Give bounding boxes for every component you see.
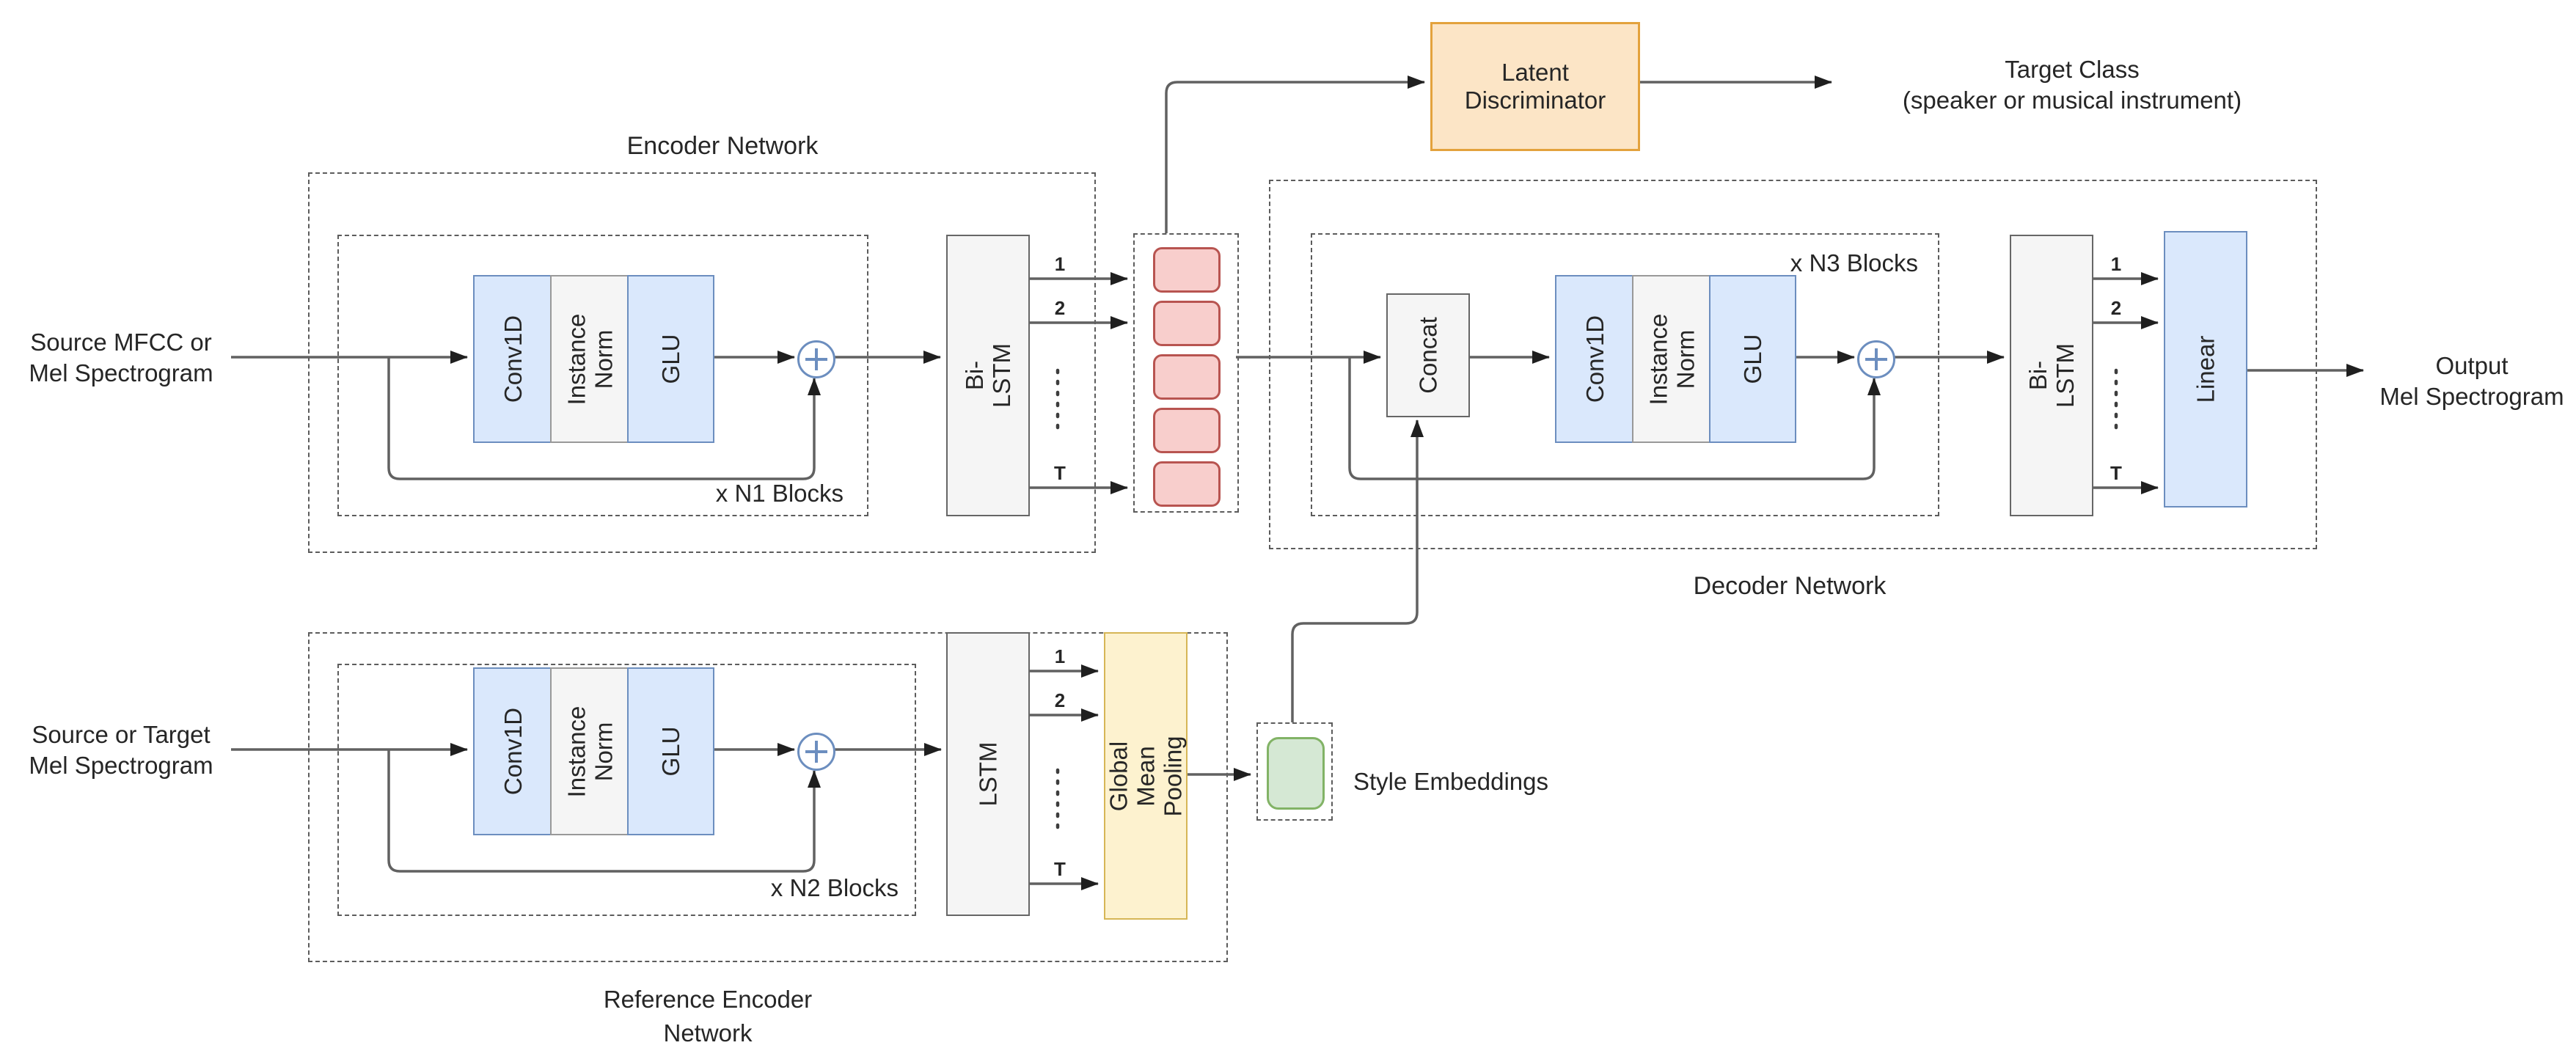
latent-discriminator-line2: Discriminator xyxy=(1464,87,1606,114)
reference-input-label: Source or Target Mel Spectrogram xyxy=(15,719,227,781)
reference-conv1d-label: Conv1D xyxy=(500,707,527,796)
decoder-repeat-label: x N3 Blocks xyxy=(1790,249,1918,276)
reference-instance-norm-box: Instance Norm xyxy=(550,667,630,835)
reference-add-icon xyxy=(797,733,835,771)
decoder-add-icon xyxy=(1857,340,1895,378)
target-class-line2: (speaker or musical instrument) xyxy=(1902,87,2242,114)
reference-n2-blocks-container xyxy=(337,664,916,916)
style-embedding-container xyxy=(1256,722,1333,821)
connector-encoder-skip xyxy=(387,357,821,480)
encoder-network-title: Encoder Network xyxy=(626,132,819,160)
decoder-linear-label: Linear xyxy=(2192,335,2220,403)
encoder-instance-norm-label: Instance Norm xyxy=(563,313,618,405)
encoder-instance-norm-box: Instance Norm xyxy=(550,275,630,443)
reference-input-line2: Mel Spectrogram xyxy=(29,752,213,779)
reference-encoder-title-line1: Reference Encoder xyxy=(603,986,813,1013)
encoder-glu-label: GLU xyxy=(657,334,684,384)
encoder-repeat-label: x N1 Blocks xyxy=(715,480,844,507)
reference-lstm-box: LSTM xyxy=(946,632,1030,916)
decoder-network-container xyxy=(1269,180,2317,549)
reference-lstm-label: LSTM xyxy=(974,741,1002,807)
reference-encoder-title: Reference Encoder Network xyxy=(561,983,855,1050)
target-class-label: Target Class (speaker or musical instrum… xyxy=(1881,54,2263,116)
reference-encoder-title-line2: Network xyxy=(663,1019,753,1047)
decoder-out-2-label: 2 xyxy=(2110,297,2122,319)
encoder-glu-box: GLU xyxy=(627,275,714,443)
encoder-bilstm-label: Bi-LSTM xyxy=(961,343,1015,408)
latent-discriminator-label: Latent Discriminator xyxy=(1465,59,1606,114)
reference-encoder-container xyxy=(308,632,1228,962)
decoder-bilstm-label: Bi-LSTM xyxy=(2024,343,2079,408)
latent-vector-block xyxy=(1153,354,1221,400)
decoder-conv1d-box: Conv1D xyxy=(1555,275,1635,443)
encoder-add-icon xyxy=(797,340,835,378)
reference-instance-norm-label: Instance Norm xyxy=(563,706,618,797)
decoder-n3-blocks-container xyxy=(1311,233,1939,516)
encoder-bilstm-box: Bi-LSTM xyxy=(946,235,1030,516)
latent-discriminator-box: Latent Discriminator xyxy=(1430,22,1640,151)
encoder-input-label: Source MFCC or Mel Spectrogram xyxy=(15,327,227,389)
output-line1: Output xyxy=(2435,352,2509,379)
decoder-out-T-label: T xyxy=(2110,462,2122,484)
style-embeddings-label: Style Embeddings xyxy=(1353,768,1548,795)
decoder-out-1-label: 1 xyxy=(2110,253,2122,275)
latent-sequence-container xyxy=(1133,233,1239,513)
latent-vector-block xyxy=(1153,301,1221,346)
decoder-linear-box: Linear xyxy=(2164,231,2247,507)
output-line2: Mel Spectrogram xyxy=(2379,383,2564,410)
reference-glu-label: GLU xyxy=(657,726,684,777)
connector-reference-skip xyxy=(387,750,821,873)
latent-vector-block xyxy=(1153,408,1221,453)
encoder-conv1d-box: Conv1D xyxy=(473,275,553,443)
decoder-instance-norm-label: Instance Norm xyxy=(1644,313,1699,405)
reference-glu-box: GLU xyxy=(627,667,714,835)
reference-repeat-label: x N2 Blocks xyxy=(770,874,899,901)
decoder-glu-label: GLU xyxy=(1739,334,1766,384)
reference-input-line1: Source or Target xyxy=(32,721,211,748)
style-embedding-block xyxy=(1267,737,1325,810)
encoder-out-2-label: 2 xyxy=(1054,297,1066,319)
encoder-input-line2: Mel Spectrogram xyxy=(29,359,213,386)
reference-out-T-label: T xyxy=(1054,858,1066,880)
decoder-concat-label: Concat xyxy=(1414,317,1442,394)
latent-vector-block xyxy=(1153,247,1221,293)
target-class-line1: Target Class xyxy=(2005,56,2140,83)
latent-discriminator-line1: Latent xyxy=(1501,59,1569,86)
decoder-network-title: Decoder Network xyxy=(1693,572,1887,600)
encoder-out-T-label: T xyxy=(1054,462,1066,484)
connector-latent-to-discriminator xyxy=(1165,76,1425,233)
latent-vector-block xyxy=(1153,461,1221,507)
decoder-glu-box: GLU xyxy=(1709,275,1796,443)
output-label: Output Mel Spectrogram xyxy=(2369,351,2575,412)
decoder-instance-norm-box: Instance Norm xyxy=(1632,275,1712,443)
encoder-input-line1: Source MFCC or xyxy=(30,329,212,356)
reference-conv1d-box: Conv1D xyxy=(473,667,553,835)
decoder-bilstm-box: Bi-LSTM xyxy=(2010,235,2093,516)
reference-out-2-label: 2 xyxy=(1054,689,1066,711)
encoder-n1-blocks-container xyxy=(337,235,868,516)
encoder-out-1-label: 1 xyxy=(1054,253,1066,275)
global-mean-pooling-label: Global Mean Pooling xyxy=(1105,735,1187,817)
encoder-network-container xyxy=(308,172,1096,553)
encoder-conv1d-label: Conv1D xyxy=(500,315,527,403)
reference-out-1-label: 1 xyxy=(1054,645,1066,667)
decoder-concat-box: Concat xyxy=(1386,293,1470,417)
decoder-conv1d-label: Conv1D xyxy=(1581,315,1609,403)
connector-decoder-skip xyxy=(1348,357,1881,480)
global-mean-pooling-box: Global Mean Pooling xyxy=(1104,632,1188,920)
connector-style-to-concat xyxy=(1291,419,1424,722)
